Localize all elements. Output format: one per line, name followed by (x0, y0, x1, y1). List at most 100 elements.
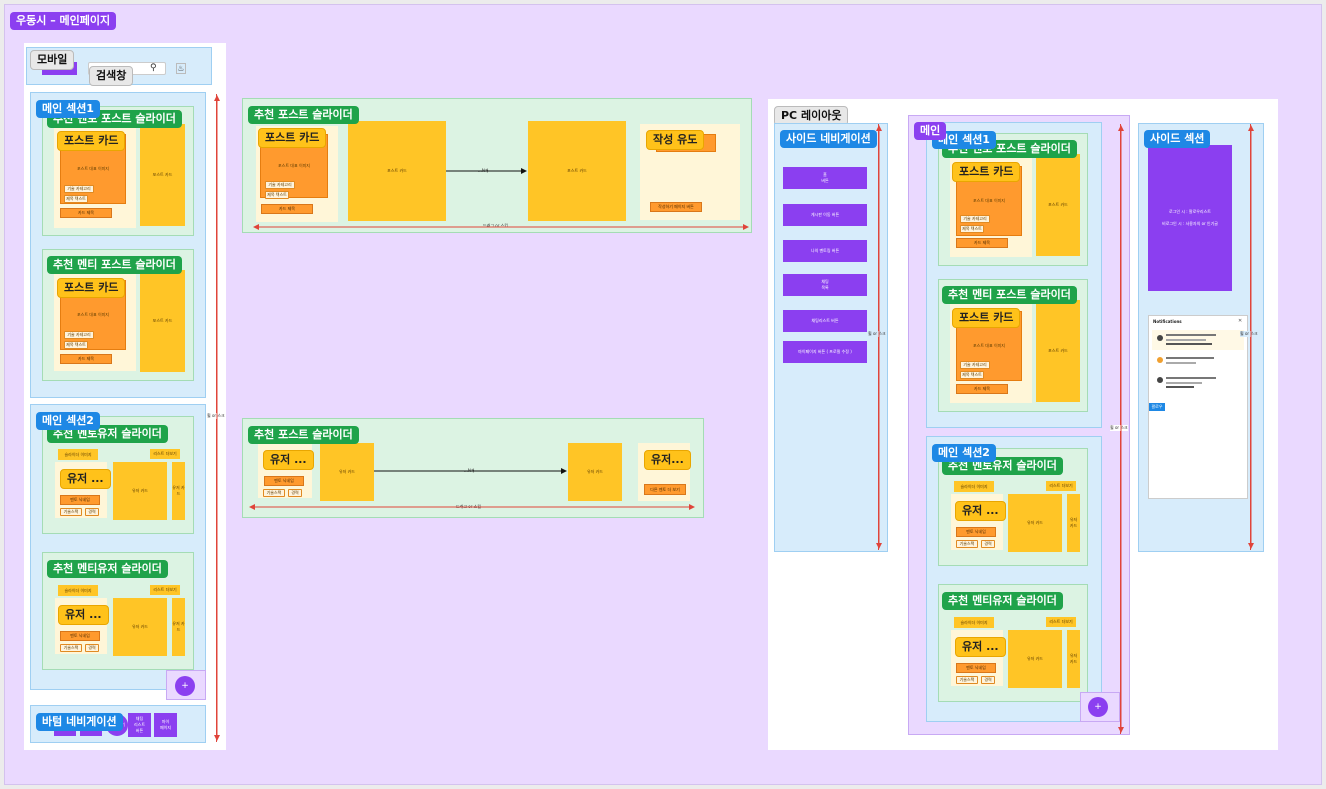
user-card-label: 유저 ... (60, 469, 111, 489)
tech-stack-chip: 기술스택 (60, 644, 82, 652)
post-card-label: 포스트 카드 (57, 278, 126, 298)
pc-section1-label: 메인 섹션1 (932, 131, 996, 149)
pc-main-label: 메인 (914, 122, 947, 140)
side-section-label: 사이드 섹션 (1144, 130, 1211, 148)
user-card-peek: 유저 카드 (1067, 494, 1080, 552)
pc-mentee-post-slider-title: 추천 멘티 포스트 슬라이더 (942, 286, 1077, 304)
post-card-label: 포스트 카드 (952, 162, 1021, 182)
career-chip: 경력 (85, 644, 99, 652)
side-nav-board-button[interactable]: 게시판 이동 버튼 (783, 204, 867, 226)
notification-text (1166, 382, 1202, 384)
tech-stack-chip: 기술스택 (956, 540, 978, 548)
avatar (1157, 377, 1163, 383)
title-chip: 제목 텍스트 (64, 195, 88, 203)
pc-mentee-user-slider-title: 추천 멘티유저 슬라이더 (942, 592, 1063, 610)
post-card-label: 포스트 카드 (952, 308, 1021, 328)
card-detail: 카드 제목 (956, 238, 1008, 248)
notification-text (1166, 343, 1212, 345)
card-detail: 카드 제목 (60, 354, 112, 364)
user-card-label: 유저... (644, 450, 691, 470)
bottom-nav-item-chat[interactable]: 채팅 리스트 버튼 (128, 713, 151, 737)
tech-stack-chip: 기술스택 (956, 676, 978, 684)
post-card: 포스트 카드 (348, 121, 446, 221)
page-title: 우동시 – 메인페이지 (10, 12, 117, 30)
tech-stack-chip: 기술스택 (263, 489, 285, 497)
side-nav-chat-button[interactable]: 채팅 목록 (783, 274, 867, 296)
close-icon[interactable]: ✕ (1238, 318, 1243, 324)
user-card: 유저 카드 (568, 443, 622, 501)
mento-nickname: 멘토 닉네임 (956, 527, 996, 537)
card-detail: 카드 제목 (956, 384, 1008, 394)
write-page-button[interactable]: 작성하기 페이지 버튼 (650, 202, 702, 212)
user-card-label: 유저 ... (263, 450, 314, 470)
more-users-button[interactable]: 다른 멘토 더 보기 (644, 484, 686, 495)
skill-category-chip: 기술 카테고리 (960, 215, 990, 223)
card-detail: 카드 제목 (60, 208, 112, 218)
avatar (1157, 357, 1163, 363)
mento-nickname: 멘토 닉네임 (60, 495, 100, 505)
title-chip: 제목 텍스트 (265, 191, 289, 199)
user-card: 유저 카드 (1008, 494, 1062, 552)
bell-icon[interactable]: ♨ (176, 63, 186, 74)
list-more-chip[interactable]: 리스트 더보기 (150, 585, 180, 595)
skill-category-chip: 기술 카테고리 (64, 185, 94, 193)
post-card-label: 포스트 카드 (57, 131, 126, 151)
mento-nickname: 멘토 닉네임 (264, 476, 304, 486)
follow-button[interactable]: 팔로우 (1149, 403, 1165, 411)
add-fab-button[interactable]: + (1088, 697, 1108, 717)
follow-list-box: 로그인 시 : 팔로우리스트 비로그인 시 : 사용자의 or 인기글 (1148, 145, 1232, 291)
user-card-peek: 유저 카드 (1067, 630, 1080, 688)
pc-section2-label: 메인 섹션2 (932, 444, 996, 462)
user-card: 유저 카드 (320, 443, 374, 501)
post-card-peek: 포스트 카드 (1036, 154, 1080, 256)
post-card-peek: 포스트 카드 (140, 270, 185, 372)
bottom-nav-item-mypage[interactable]: 마이 페이지 (154, 713, 177, 737)
user-card-label: 유저 ... (955, 501, 1006, 521)
slider-text-chip: 슬라이더 이미지 (58, 585, 98, 596)
title-chip: 제목 텍스트 (960, 225, 984, 233)
post-card-peek: 포스트 카드 (1036, 300, 1080, 402)
card-detail: 카드 제목 (261, 204, 313, 214)
career-chip: 경력 (981, 676, 995, 684)
post-slider-title: 추천 포스트 슬라이더 (248, 106, 359, 124)
user-card: 유저 카드 (113, 598, 167, 656)
side-nav-mentoring-button[interactable]: 나의 멘토링 버튼 (783, 240, 867, 262)
post-card-label: 포스트 카드 (258, 128, 327, 148)
pc-side-navigation (774, 123, 888, 552)
side-nav-chat-list-button[interactable]: 채팅리스트 버튼 (783, 310, 867, 332)
notification-text (1166, 386, 1194, 388)
mobile-label: 모바일 (30, 50, 75, 70)
career-chip: 경력 (981, 540, 995, 548)
user-card-peek: 유저 카드 (172, 462, 185, 520)
mobile-section2-label: 메인 섹션2 (36, 412, 100, 430)
notification-text (1166, 362, 1196, 364)
career-chip: 경력 (288, 489, 302, 497)
user-card-peek: 유저 카드 (172, 598, 185, 656)
add-fab-button[interactable]: + (175, 676, 195, 696)
list-more-chip[interactable]: 리스트 더보기 (1046, 617, 1076, 627)
post-card-peek: 포스트 카드 (140, 124, 185, 226)
side-nav-home-button[interactable]: 홈 버튼 (783, 167, 867, 189)
list-more-chip[interactable]: 리스트 더보기 (1046, 481, 1076, 491)
user-card: 유저 카드 (1008, 630, 1062, 688)
user-slider-title: 추천 포스트 슬라이더 (248, 426, 359, 444)
side-nav-mypage-button[interactable]: 마이페이지 버튼 ( 프로필 수정 ) (783, 341, 867, 363)
search-icon[interactable]: ⚲ (150, 63, 157, 73)
user-card: 유저 카드 (113, 462, 167, 520)
mentee-post-slider-title: 추천 멘티 포스트 슬라이더 (47, 256, 182, 274)
mobile-section1-label: 메인 섹션1 (36, 100, 100, 118)
pc-layout-label: PC 레이아웃 (774, 106, 849, 126)
notification-text (1166, 377, 1216, 379)
mento-nickname: 멘토 닉네임 (60, 631, 100, 641)
list-more-chip[interactable]: 리스트 더보기 (150, 449, 180, 459)
notification-text (1166, 334, 1216, 336)
title-chip: 제목 텍스트 (960, 371, 984, 379)
user-card-label: 유저 ... (58, 605, 109, 625)
user-card-label: 유저 ... (955, 637, 1006, 657)
side-nav-label: 사이드 네비게이션 (780, 130, 877, 148)
career-chip: 경력 (85, 508, 99, 516)
slider-text-chip: 슬라이더 이미지 (954, 617, 994, 628)
mentee-user-slider-title: 추천 멘티유저 슬라이더 (47, 560, 168, 578)
title-chip: 제목 텍스트 (64, 341, 88, 349)
